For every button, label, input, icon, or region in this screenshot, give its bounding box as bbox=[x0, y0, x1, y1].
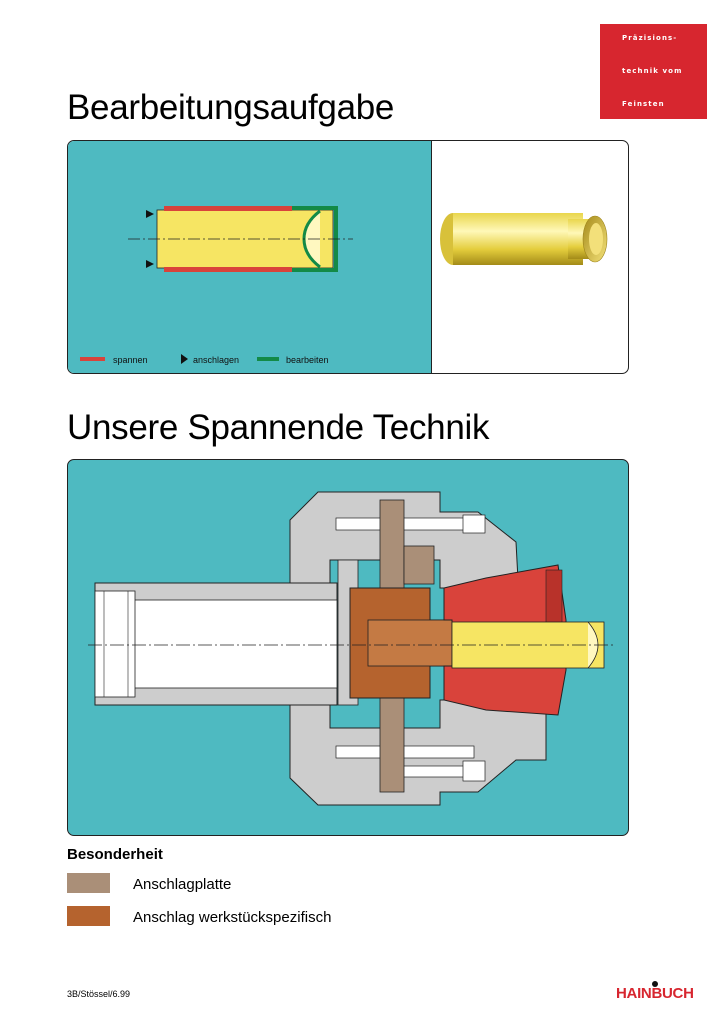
label-workpiece-stop: Anschlag werkstückspezifisch bbox=[133, 909, 332, 926]
clamping-device-section bbox=[88, 491, 613, 806]
tagline-block: Präzisions- technik vom Feinsten bbox=[600, 24, 707, 119]
stop-plate-bottom bbox=[379, 691, 405, 793]
spindle-bore bbox=[122, 599, 338, 689]
section-title: Unsere Spannende Technik bbox=[67, 408, 490, 447]
clamp-marker-bottom bbox=[164, 267, 292, 272]
tagline-line-2: technik vom bbox=[622, 67, 683, 75]
task-panel: spannen anschlagen bearbeiten bbox=[67, 140, 629, 374]
task-diagram: spannen anschlagen bearbeiten bbox=[80, 206, 608, 365]
legend-label-spannen: spannen bbox=[113, 355, 148, 365]
legend-label-anschlagen: anschlagen bbox=[193, 355, 239, 365]
special-title: Besonderheit bbox=[67, 846, 163, 863]
workpiece-3d bbox=[440, 213, 608, 265]
bolts bbox=[335, 514, 486, 782]
swatch-workpiece-stop bbox=[67, 906, 110, 926]
clamp-marker-top bbox=[164, 206, 292, 211]
technique-panel bbox=[67, 459, 629, 836]
stop-plate-top bbox=[379, 499, 405, 597]
stop-arrow-top bbox=[146, 210, 154, 218]
label-stop-plate: Anschlagplatte bbox=[133, 876, 232, 893]
tagline-line-1: Präzisions- bbox=[622, 34, 678, 42]
tagline-line-3: Feinsten bbox=[622, 100, 665, 108]
legend-swatch-bearbeiten bbox=[257, 357, 279, 361]
legend-label-bearbeiten: bearbeiten bbox=[286, 355, 329, 365]
page-title: Bearbeitungsaufgabe bbox=[67, 88, 395, 127]
legend-arrow-anschlagen bbox=[181, 354, 188, 364]
legend-swatch-spannen bbox=[80, 357, 105, 361]
swatch-stop-plate bbox=[67, 873, 110, 893]
footer-code: 3B/Stössel/6.99 bbox=[67, 989, 131, 999]
stop-arrow-bottom bbox=[146, 260, 154, 268]
brand-logo-text: HAINBUCH bbox=[616, 985, 694, 1002]
brand-logo: HAINBUCH bbox=[613, 981, 705, 1003]
logo-mark-icon bbox=[652, 981, 658, 987]
